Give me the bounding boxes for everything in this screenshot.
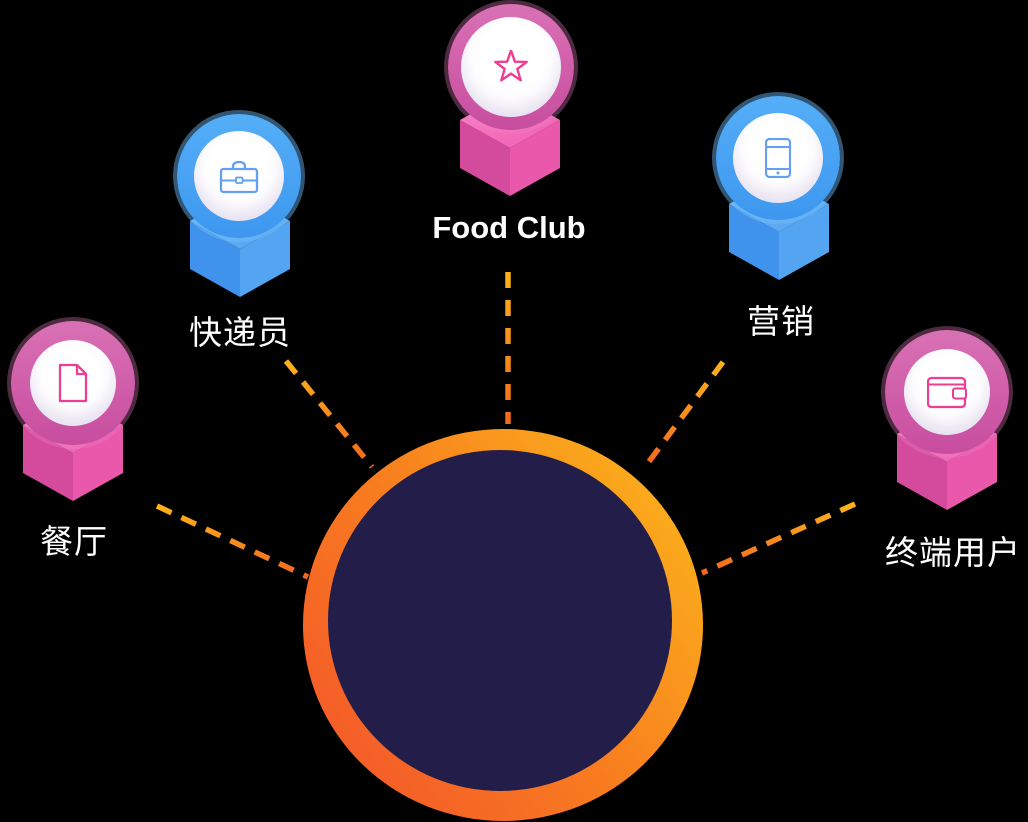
central-circle-ring bbox=[303, 429, 703, 821]
restaurant-pin-face bbox=[30, 340, 116, 426]
connector-line-end-user bbox=[700, 501, 857, 576]
phone-icon bbox=[765, 138, 791, 178]
end-user-pin-face bbox=[904, 349, 990, 435]
wallet-icon bbox=[927, 376, 967, 408]
marketing-label: 营销 bbox=[747, 303, 815, 340]
end-user-pin bbox=[885, 330, 1009, 454]
courier-pin bbox=[177, 114, 301, 238]
briefcase-icon bbox=[219, 160, 259, 194]
food-club-pin bbox=[448, 4, 574, 130]
courier-pin-face bbox=[194, 131, 284, 221]
end-user-label: 终端用户 bbox=[885, 534, 1021, 571]
food-club-label: Food Club bbox=[432, 210, 586, 245]
marketing-pin-face bbox=[733, 113, 823, 203]
food-club-pin-face bbox=[461, 17, 561, 117]
connector-line-marketing bbox=[642, 360, 726, 469]
restaurant-pin bbox=[11, 321, 135, 445]
connector-line-restaurant bbox=[155, 503, 310, 580]
connector-line-courier bbox=[283, 359, 375, 469]
document-icon bbox=[58, 363, 88, 403]
marketing-pin bbox=[716, 96, 840, 220]
courier-label: 快递员 bbox=[189, 314, 291, 351]
central-circle-core bbox=[328, 450, 672, 791]
restaurant-label: 餐厅 bbox=[40, 523, 108, 560]
star-icon bbox=[494, 50, 528, 82]
